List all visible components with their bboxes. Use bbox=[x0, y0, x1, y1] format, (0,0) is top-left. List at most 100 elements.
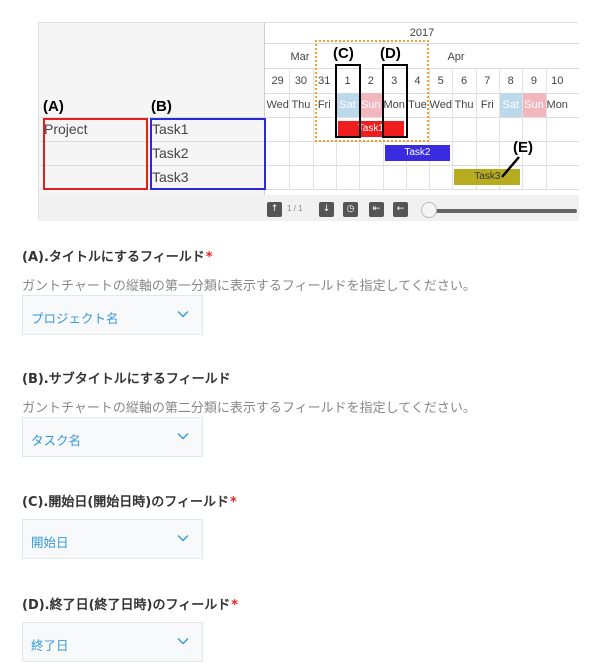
day-number: 29 bbox=[271, 75, 284, 87]
title-field-select[interactable]: プロジェクト名 bbox=[22, 295, 203, 335]
weekday-label: Tue bbox=[408, 99, 427, 111]
day-column bbox=[359, 93, 383, 117]
grid-line bbox=[429, 68, 431, 189]
annotation-box-a bbox=[43, 118, 148, 190]
field-title-b: (B).サブタイトルにするフィールド bbox=[22, 368, 231, 387]
gantt-left-pane: Project Task1 Task2 Task3 bbox=[39, 23, 265, 195]
day-column bbox=[499, 93, 523, 117]
annotation-dotted-box bbox=[315, 40, 429, 142]
field-title-text: (C).開始日(開始日時)のフィールド bbox=[22, 495, 229, 510]
day-number: 5 bbox=[437, 75, 444, 87]
select-value: 開始日 bbox=[31, 535, 69, 550]
day-number: 1 bbox=[344, 75, 351, 87]
weekday-label: Thu bbox=[291, 99, 311, 111]
weekday-label: Thu bbox=[454, 99, 474, 111]
end-date-field-select[interactable]: 終了日 bbox=[22, 622, 203, 662]
task-label: Task1 bbox=[152, 121, 189, 137]
grid-line bbox=[289, 68, 291, 189]
day-number: 4 bbox=[414, 75, 421, 87]
field-title-text: (B).サブタイトルにするフィールド bbox=[22, 372, 231, 387]
day-number: 3 bbox=[391, 75, 398, 87]
required-mark: * bbox=[231, 598, 239, 613]
grid-line bbox=[475, 68, 477, 189]
annotation-arrow bbox=[501, 156, 520, 178]
project-label: Project bbox=[44, 121, 88, 137]
month-label: Apr bbox=[447, 51, 465, 63]
chevron-down-icon bbox=[177, 433, 189, 440]
chevron-down-icon bbox=[177, 638, 189, 645]
grid-line bbox=[452, 68, 454, 189]
grid-line bbox=[522, 68, 524, 189]
annotation-label-a: (A) bbox=[43, 98, 64, 115]
start-date-field-select[interactable]: 開始日 bbox=[22, 519, 203, 559]
day-number: 2 bbox=[367, 75, 374, 87]
page-indicator: 1 / 1 bbox=[287, 204, 303, 213]
weekday-label: Sat bbox=[339, 99, 356, 111]
day-number: 30 bbox=[294, 75, 308, 87]
day-number: 6 bbox=[460, 75, 468, 87]
weekday-label: Fri bbox=[317, 99, 331, 111]
month-label: Mar bbox=[290, 51, 310, 63]
today-button[interactable]: ◷ bbox=[343, 202, 358, 217]
annotation-label-e: (E) bbox=[513, 139, 533, 156]
weekday-label: Sun bbox=[524, 99, 544, 111]
scroll-up-button[interactable]: ↑ bbox=[267, 202, 282, 217]
grid-line bbox=[499, 68, 500, 189]
annotation-box-c bbox=[335, 64, 361, 138]
jump-start-button[interactable]: ⇤ bbox=[369, 202, 384, 217]
field-title-d: (D).終了日(終了日時)のフィールド* bbox=[22, 594, 238, 613]
year-label: 2017 bbox=[409, 27, 435, 39]
subtitle-field-select[interactable]: タスク名 bbox=[22, 417, 203, 457]
skip-back-icon: ⇤ bbox=[372, 204, 381, 214]
scroll-left-button[interactable]: ← bbox=[393, 202, 408, 217]
weekday-label: Mon bbox=[383, 99, 405, 111]
field-desc-b: ガントチャートの縦軸の第二分類に表示するフィールドを指定してください。 bbox=[22, 401, 476, 416]
chevron-down-icon bbox=[177, 535, 189, 542]
grid-line bbox=[312, 68, 314, 189]
grid-line bbox=[545, 68, 547, 189]
zoom-slider-track[interactable] bbox=[431, 209, 577, 213]
select-value: プロジェクト名 bbox=[31, 311, 119, 326]
gantt-preview: Project Task1 Task2 Task3 2017 Mar Apr 2… bbox=[38, 22, 579, 221]
day-number: 9 bbox=[530, 75, 537, 87]
chevron-down-icon bbox=[177, 311, 189, 318]
day-number: 31 bbox=[318, 75, 331, 87]
scroll-down-button[interactable]: ↓ bbox=[319, 202, 334, 217]
clock-icon: ◷ bbox=[346, 204, 355, 214]
weekday-label: Fri bbox=[480, 99, 494, 111]
arrow-left-icon: ← bbox=[396, 204, 405, 214]
select-value: タスク名 bbox=[31, 433, 82, 448]
gantt-toolbar: ↑ 1 / 1 ↓ ◷ ⇤ ← bbox=[39, 195, 579, 221]
task-bar[interactable]: Task1 bbox=[337, 121, 404, 137]
weekday-label: Mon bbox=[546, 99, 568, 111]
arrow-up-icon: ↑ bbox=[270, 204, 279, 214]
annotation-label-b: (B) bbox=[151, 98, 172, 115]
annotation-label-d: (D) bbox=[380, 45, 401, 62]
weekday-label: Wed bbox=[429, 99, 452, 111]
field-title-c: (C).開始日(開始日時)のフィールド* bbox=[22, 491, 237, 510]
annotation-box-b bbox=[150, 118, 266, 190]
weekday-label: Wed bbox=[266, 99, 289, 111]
task-label: Task2 bbox=[152, 145, 189, 161]
required-mark: * bbox=[230, 495, 237, 510]
arrow-down-icon: ↓ bbox=[322, 204, 331, 214]
weekday-label: Sat bbox=[502, 99, 519, 111]
field-desc-a: ガントチャートの縦軸の第一分類に表示するフィールドを指定してください。 bbox=[22, 279, 476, 294]
zoom-slider-handle[interactable] bbox=[421, 202, 437, 218]
day-column bbox=[522, 93, 546, 117]
select-value: 終了日 bbox=[31, 638, 69, 653]
day-column bbox=[335, 93, 360, 117]
day-number: 10 bbox=[551, 75, 564, 87]
field-title-text: (D).終了日(終了日時)のフィールド bbox=[22, 598, 231, 613]
required-mark: * bbox=[205, 250, 213, 265]
task-bar[interactable]: Task2 bbox=[384, 145, 451, 161]
annotation-label-c: (C) bbox=[333, 45, 354, 62]
day-number: 8 bbox=[507, 75, 514, 87]
annotation-box-d bbox=[382, 64, 408, 138]
weekday-label: Sun bbox=[361, 99, 381, 111]
field-title-a: (A).タイトルにするフィールド* bbox=[22, 246, 213, 265]
field-title-text: (A).タイトルにするフィールド bbox=[22, 250, 205, 265]
task-label: Task3 bbox=[152, 169, 189, 185]
day-number: 7 bbox=[484, 75, 491, 87]
